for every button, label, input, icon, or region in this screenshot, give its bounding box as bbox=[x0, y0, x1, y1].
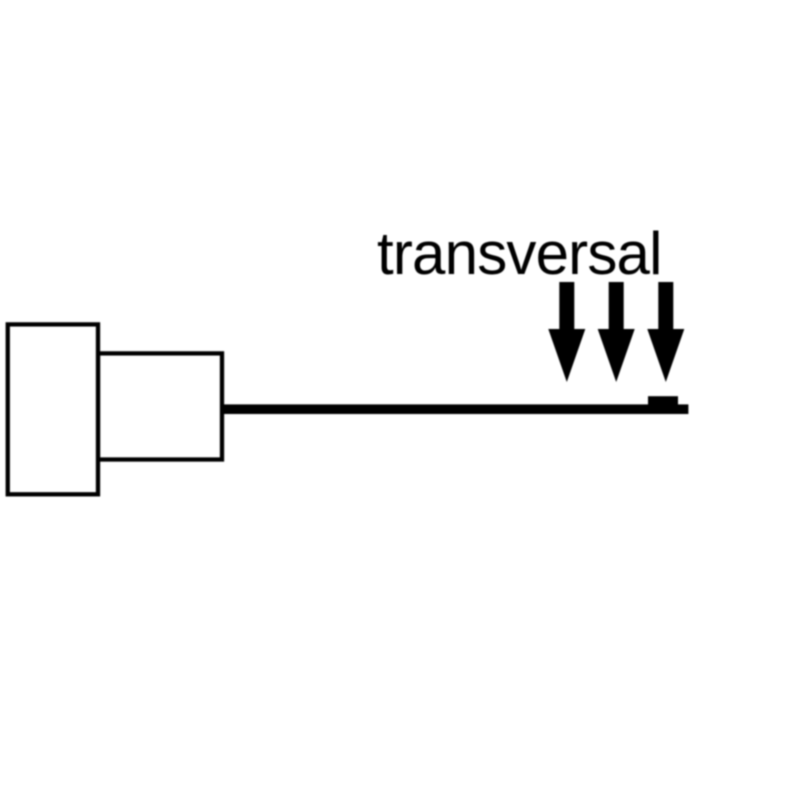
beam-line bbox=[222, 404, 689, 414]
transversal-label: transversal bbox=[377, 220, 662, 287]
support-inner-block bbox=[95, 351, 225, 462]
load-patch bbox=[648, 396, 678, 410]
down-arrow-icon bbox=[548, 282, 586, 382]
support-outer-block bbox=[5, 322, 101, 497]
down-arrow-icon bbox=[597, 282, 635, 382]
down-arrow-icon bbox=[647, 282, 685, 382]
